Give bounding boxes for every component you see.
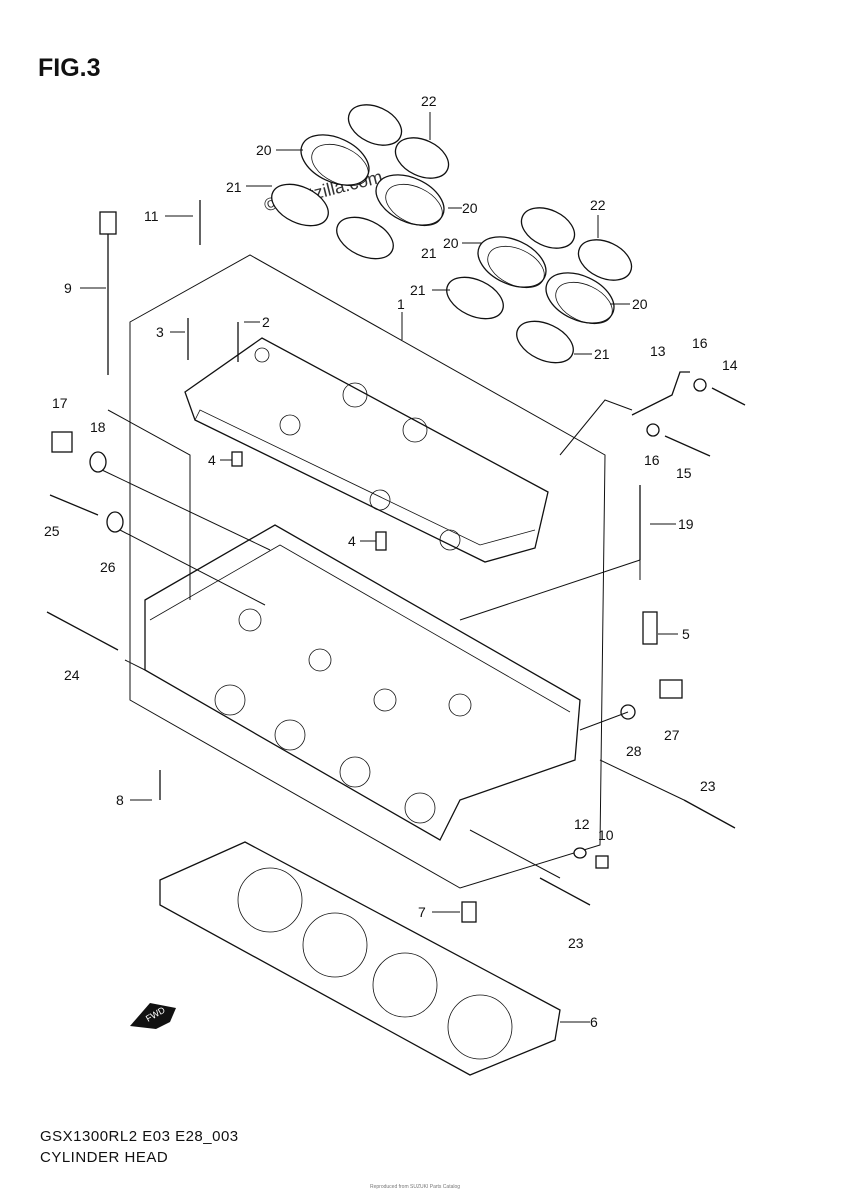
callout-4: 4: [208, 452, 216, 468]
callout-10: 10: [598, 827, 614, 843]
intake-group-left: [271, 104, 450, 260]
callout-21: 21: [421, 245, 437, 261]
callout-19: 19: [678, 516, 694, 532]
callout-25: 25: [44, 523, 60, 539]
fine-print: Reproduced from SUZUKI Parts Catalog: [370, 1184, 461, 1190]
callout-28: 28: [626, 743, 642, 759]
model-code: GSX1300RL2 E03 E28_003: [40, 1128, 239, 1145]
diagram-caption: CYLINDER HEAD: [40, 1149, 169, 1166]
callout-9: 9: [64, 280, 72, 296]
intake-group-right: [446, 207, 633, 364]
callout-20: 20: [256, 142, 272, 158]
callout-3: 3: [156, 324, 164, 340]
callout-2: 2: [262, 314, 270, 330]
callout-21: 21: [226, 179, 242, 195]
callout-15: 15: [676, 465, 692, 481]
callout-22: 22: [590, 197, 606, 213]
callout-14: 14: [722, 357, 738, 373]
callout-27: 27: [664, 727, 680, 743]
callout-4: 4: [348, 533, 356, 549]
callout-12: 12: [574, 816, 590, 832]
callout-20: 20: [443, 235, 459, 251]
cylinder-head: [144, 524, 581, 841]
callout-23: 23: [700, 778, 716, 794]
callout-20: 20: [632, 296, 648, 312]
leader-lines: [80, 112, 685, 1023]
assembly-outline: [129, 254, 606, 889]
callout-6: 6: [590, 1014, 598, 1030]
callout-18: 18: [90, 419, 106, 435]
callout-23: 23: [568, 935, 584, 951]
callout-8: 8: [116, 792, 124, 808]
callout-21: 21: [410, 282, 426, 298]
callout-22: 22: [421, 93, 437, 109]
cylinder-head-cover: [184, 337, 549, 563]
callout-17: 17: [52, 395, 68, 411]
callout-24: 24: [64, 667, 80, 683]
callout-5: 5: [682, 626, 690, 642]
callout-7: 7: [418, 904, 426, 920]
callout-20: 20: [462, 200, 478, 216]
fwd-arrow-icon: FWD: [130, 1003, 176, 1029]
callout-1: 1: [397, 296, 405, 312]
callout-21: 21: [594, 346, 610, 362]
callout-26: 26: [100, 559, 116, 575]
figure-title: FIG.3: [38, 54, 101, 82]
callout-16: 16: [644, 452, 660, 468]
callout-13: 13: [650, 343, 666, 359]
bolts-and-fittings: [46, 200, 746, 923]
head-gasket: [159, 841, 561, 1076]
callout-labels: 22 20 21 11 9 20 22 20 21 21 20 1 3 2 13…: [44, 93, 738, 1030]
callout-16: 16: [692, 335, 708, 351]
callout-11: 11: [144, 208, 159, 224]
